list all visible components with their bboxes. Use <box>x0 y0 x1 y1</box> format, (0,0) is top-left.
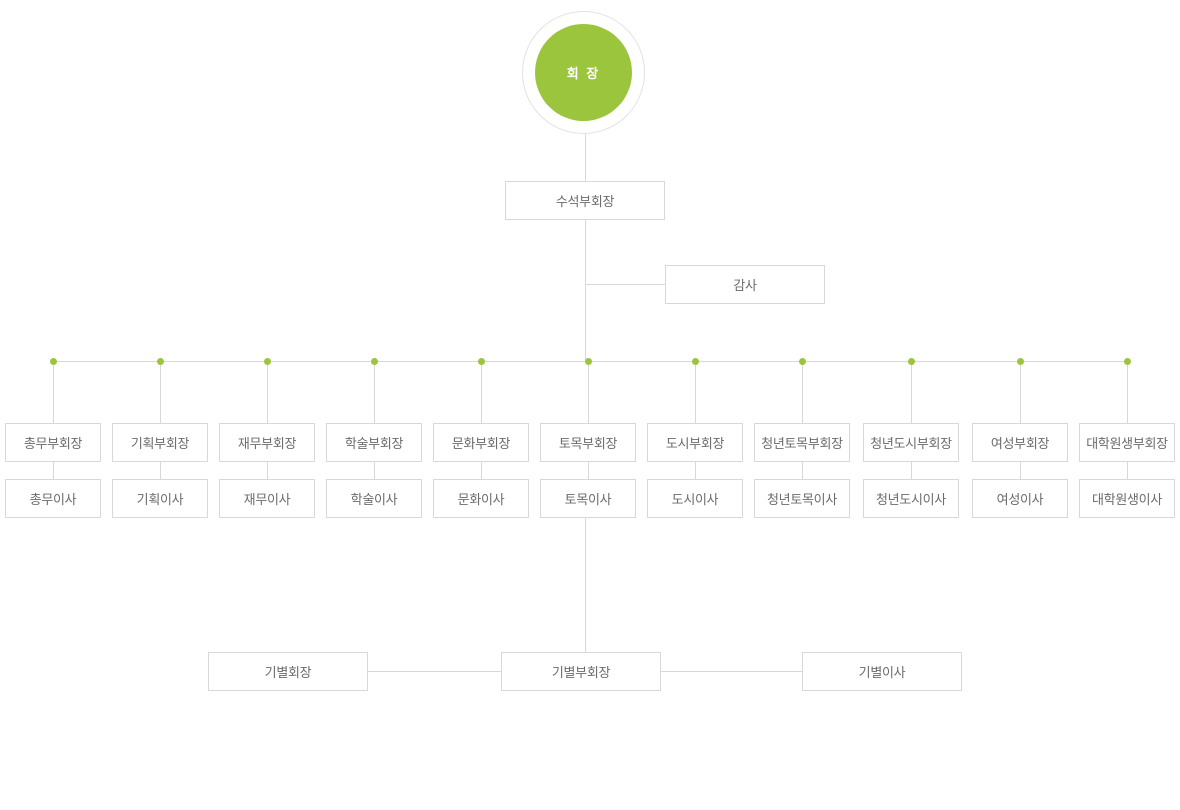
node-label: 토목부회장 <box>558 436 618 451</box>
connector-bus-to-head-2 <box>160 361 161 423</box>
node-department-head-3[interactable]: 재무부회장 <box>219 423 315 462</box>
connector-bus-to-head-4 <box>374 361 375 423</box>
node-department-head-6[interactable]: 토목부회장 <box>540 423 636 462</box>
node-label: 기별이사 <box>858 665 906 680</box>
node-label: 대학원생부회장 <box>1086 436 1168 451</box>
connector-bus-to-head-6 <box>588 361 589 423</box>
bus-dot-10 <box>1016 357 1024 365</box>
connector-spine-to-auditor <box>585 284 665 285</box>
node-label: 청년토목이사 <box>767 492 837 507</box>
node-label: 기획부회장 <box>130 436 190 451</box>
node-department-director-8[interactable]: 청년토목이사 <box>754 479 850 518</box>
node-senior-vice-chairman[interactable]: 수석부회장 <box>505 181 665 220</box>
node-department-director-6[interactable]: 토목이사 <box>540 479 636 518</box>
node-class-vice-chairman[interactable]: 기별부회장 <box>501 652 661 691</box>
connector-bus-to-head-10 <box>1020 361 1021 423</box>
node-department-director-5[interactable]: 문화이사 <box>433 479 529 518</box>
node-label: 수석부회장 <box>555 194 615 209</box>
node-department-head-11[interactable]: 대학원생부회장 <box>1079 423 1175 462</box>
node-label: 기획이사 <box>136 492 184 507</box>
connector-head-to-director-11 <box>1127 462 1128 479</box>
node-department-director-11[interactable]: 대학원생이사 <box>1079 479 1175 518</box>
connector-head-to-director-9 <box>911 462 912 479</box>
node-label: 청년토목부회장 <box>761 436 843 451</box>
connector-root-to-vicechair <box>585 134 586 181</box>
node-label: 문화이사 <box>457 492 505 507</box>
connector-main-spine-lower <box>585 518 586 652</box>
node-label: 감사 <box>733 278 757 293</box>
connector-bus-to-head-8 <box>802 361 803 423</box>
node-department-head-5[interactable]: 문화부회장 <box>433 423 529 462</box>
bus-dot-1 <box>49 357 57 365</box>
root-node-label: 회 장 <box>535 24 632 121</box>
node-department-director-3[interactable]: 재무이사 <box>219 479 315 518</box>
node-label: 재무이사 <box>243 492 291 507</box>
node-department-director-9[interactable]: 청년도시이사 <box>863 479 959 518</box>
node-label: 도시이사 <box>671 492 719 507</box>
node-label: 총무이사 <box>29 492 77 507</box>
bus-dot-4 <box>370 357 378 365</box>
bus-dot-5 <box>477 357 485 365</box>
node-label: 재무부회장 <box>237 436 297 451</box>
node-label: 여성이사 <box>996 492 1044 507</box>
connector-head-to-director-1 <box>53 462 54 479</box>
root-node-chairman[interactable]: 회 장 <box>522 11 645 134</box>
connector-head-to-director-6 <box>588 462 589 479</box>
node-department-head-1[interactable]: 총무부회장 <box>5 423 101 462</box>
connector-head-to-director-3 <box>267 462 268 479</box>
node-department-head-2[interactable]: 기획부회장 <box>112 423 208 462</box>
bus-dot-3 <box>263 357 271 365</box>
bus-dot-2 <box>156 357 164 365</box>
node-label: 청년도시부회장 <box>870 436 952 451</box>
node-department-head-4[interactable]: 학술부회장 <box>326 423 422 462</box>
connector-head-to-director-4 <box>374 462 375 479</box>
connector-head-to-director-5 <box>481 462 482 479</box>
connector-head-to-director-10 <box>1020 462 1021 479</box>
connector-bus-to-head-1 <box>53 361 54 423</box>
connector-bus-to-head-5 <box>481 361 482 423</box>
connector-bus-to-head-11 <box>1127 361 1128 423</box>
node-department-director-1[interactable]: 총무이사 <box>5 479 101 518</box>
connector-head-to-director-8 <box>802 462 803 479</box>
node-label: 총무부회장 <box>23 436 83 451</box>
bus-dot-6 <box>584 357 592 365</box>
node-department-head-10[interactable]: 여성부회장 <box>972 423 1068 462</box>
node-class-director[interactable]: 기별이사 <box>802 652 962 691</box>
node-label: 학술이사 <box>350 492 398 507</box>
node-department-head-9[interactable]: 청년도시부회장 <box>863 423 959 462</box>
node-label: 대학원생이사 <box>1092 492 1162 507</box>
node-label: 기별회장 <box>264 665 312 680</box>
connector-bus-to-head-9 <box>911 361 912 423</box>
connector-head-to-director-7 <box>695 462 696 479</box>
bus-dot-9 <box>907 357 915 365</box>
connector-main-spine-upper <box>585 220 586 362</box>
node-label: 여성부회장 <box>990 436 1050 451</box>
node-class-chairman[interactable]: 기별회장 <box>208 652 368 691</box>
node-department-head-8[interactable]: 청년토목부회장 <box>754 423 850 462</box>
connector-bottom-left <box>368 671 501 672</box>
bus-dot-8 <box>798 357 806 365</box>
node-label: 학술부회장 <box>344 436 404 451</box>
node-label: 도시부회장 <box>665 436 725 451</box>
connector-bus-to-head-7 <box>695 361 696 423</box>
node-department-director-7[interactable]: 도시이사 <box>647 479 743 518</box>
connector-head-to-director-2 <box>160 462 161 479</box>
node-department-director-4[interactable]: 학술이사 <box>326 479 422 518</box>
node-department-director-10[interactable]: 여성이사 <box>972 479 1068 518</box>
connector-bottom-right <box>661 671 802 672</box>
node-label: 청년도시이사 <box>876 492 946 507</box>
node-department-head-7[interactable]: 도시부회장 <box>647 423 743 462</box>
node-department-director-2[interactable]: 기획이사 <box>112 479 208 518</box>
node-label: 기별부회장 <box>551 665 611 680</box>
bus-dot-7 <box>691 357 699 365</box>
connector-bus-to-head-3 <box>267 361 268 423</box>
node-label: 토목이사 <box>564 492 612 507</box>
node-auditor[interactable]: 감사 <box>665 265 825 304</box>
node-label: 문화부회장 <box>451 436 511 451</box>
bus-dot-11 <box>1123 357 1131 365</box>
